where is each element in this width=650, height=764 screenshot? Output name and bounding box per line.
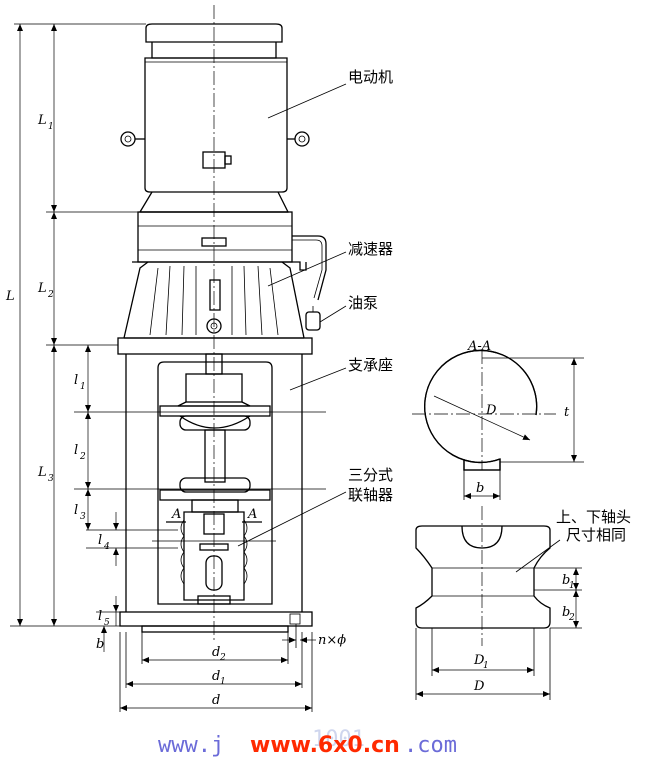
watermark-right: .com [404, 733, 457, 758]
dim-l5-sub: 5 [104, 618, 110, 628]
section-dim-t: t [564, 405, 570, 420]
label-motor: 电动机 [348, 68, 393, 86]
note-shaft-line1: 上、下轴头 [556, 508, 631, 526]
label-reducer: 减速器 [348, 240, 393, 258]
dim-L: L [5, 289, 15, 304]
dim-d1-sub: 1 [220, 677, 226, 687]
dim-l4: l [98, 533, 102, 548]
dim-l2: l [74, 443, 78, 458]
section-marks: A A [166, 507, 262, 523]
dim-b1: b [562, 573, 570, 588]
main-elevation: L L 1 L 2 L 3 l 1 l 2 l 3 l 4 l 5 b [5, 5, 393, 712]
dim-D1-sub: 1 [483, 661, 489, 671]
reducer [123, 211, 327, 339]
dim-b: b [96, 637, 104, 652]
dim-l2-sub: 2 [79, 452, 86, 462]
section-view-a-a: A-A D t b [412, 339, 584, 500]
dim-d: d [212, 693, 220, 708]
shaft-end-view: b 1 b 2 上、下轴头 尺寸相同 D 1 D [415, 506, 631, 700]
watermark-left: www.j [158, 733, 224, 758]
dim-b2-sub: 2 [568, 613, 575, 623]
dim-d2-sub: 2 [219, 653, 226, 663]
section-mark-a-right: A [247, 507, 257, 522]
leader-lines [237, 83, 347, 547]
motor [120, 23, 310, 213]
dim-L3-sub: 3 [48, 474, 54, 484]
dim-l5: l [98, 609, 102, 624]
dim-l1: l [74, 373, 78, 388]
dim-L3: L [37, 465, 47, 480]
watermark-middle: www.6x0.cn [250, 733, 400, 758]
section-dim-b: b [476, 481, 484, 496]
dim-L1: L [37, 113, 47, 128]
dim-L2: L [37, 281, 47, 296]
section-dim-D: D [485, 403, 497, 418]
watermark-faded: 1001 [312, 727, 365, 752]
dim-l3: l [74, 503, 78, 518]
dim-D: D [473, 679, 485, 694]
dim-d2: d [212, 645, 220, 660]
dim-l3-sub: 3 [80, 512, 86, 522]
label-coupling-1: 三分式 [348, 466, 393, 484]
dim-n-phi: n×ϕ [318, 633, 346, 648]
section-mark-a-left: A [171, 507, 181, 522]
vertical-dimensions [17, 24, 119, 652]
dim-L1-sub: 1 [48, 122, 54, 132]
dimension-labels: L L 1 L 2 L 3 l 1 l 2 l 3 l 4 l 5 b [5, 113, 110, 652]
label-coupling-2: 联轴器 [348, 486, 393, 504]
label-oil-pump: 油泵 [348, 294, 378, 312]
component-labels: 电动机 减速器 油泵 支承座 三分式 联轴器 [348, 68, 393, 504]
support-housing [117, 337, 313, 633]
dim-d1: d [212, 669, 220, 684]
watermark: www.j 1001 www.6x0.cn .com [158, 727, 457, 758]
note-shaft-line2: 尺寸相同 [566, 526, 626, 544]
extension-lines [10, 23, 326, 627]
dim-b1-sub: 1 [569, 581, 575, 591]
dim-l1-sub: 1 [80, 382, 86, 392]
dim-D1: D [473, 653, 485, 668]
label-support: 支承座 [348, 356, 393, 374]
dim-l4-sub: 4 [103, 542, 110, 552]
dim-L2-sub: 2 [47, 290, 54, 300]
horizontal-dimensions: d 2 d 1 d n×ϕ [119, 624, 346, 712]
dim-b2: b [562, 605, 570, 620]
coupling-assembly [152, 353, 276, 605]
